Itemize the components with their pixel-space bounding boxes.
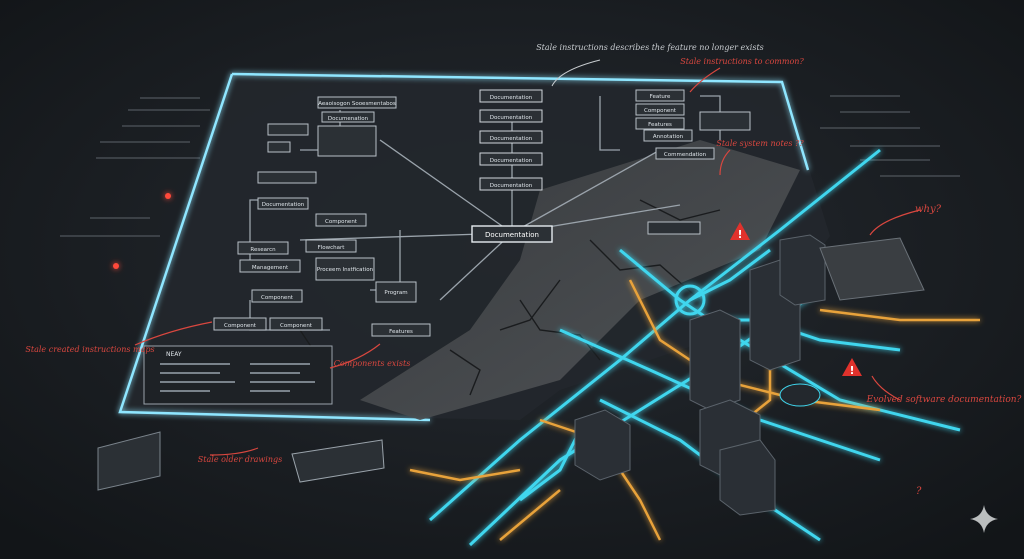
node-process: Proceem Instfication (317, 267, 374, 273)
svg-text:!: ! (849, 364, 854, 377)
annotation-to-common: Stale instructions to common? (680, 57, 804, 66)
node-management: Management (252, 265, 289, 271)
node-flow: Flowchart (318, 245, 346, 251)
legend-box (143, 345, 333, 405)
node-commendation-right: Commendation (664, 152, 707, 158)
right-node-boxes (635, 89, 751, 235)
node-component-4: Component (280, 323, 313, 329)
node-component-right: Component (644, 108, 677, 114)
doc-node-2: Documentation (490, 115, 533, 121)
node-header: Aeaoisogon Sooesmentabos (318, 101, 396, 107)
warning-triangle-icon: ! (730, 222, 750, 241)
sparkle-icon (970, 505, 998, 533)
svg-text:!: ! (737, 228, 742, 241)
annotation-texts: Stale instructions describes the feature… (25, 43, 1021, 497)
doc-node-5: Documentation (490, 183, 533, 189)
doc-node-1: Documentation (490, 95, 533, 101)
node-feature-right: Feature (650, 94, 671, 100)
left-node-boxes (213, 96, 431, 337)
node-component-2: Component (261, 295, 294, 301)
node-features: Features (389, 329, 413, 335)
doc-node-4: Documentation (490, 158, 533, 164)
red-glow-nodes (113, 193, 171, 269)
node-component-3: Component (224, 323, 257, 329)
annotation-stale-instructions: Stale instructions describes the feature… (536, 43, 764, 52)
annotation-evolved: Evolved software documentation? (866, 395, 1022, 405)
red-annotation-arrows (134, 67, 921, 456)
annotation-why: why? (915, 204, 942, 215)
legend-title: NEAY (166, 351, 182, 358)
legend-lines (160, 363, 315, 392)
node-labels: Aeaoisogon Sooesmentabos Documenation Do… (166, 94, 707, 358)
node-documentation-left: Documentation (262, 202, 305, 208)
doc-node-boxes (471, 89, 553, 243)
node-program: Program (384, 290, 407, 296)
background-text-lines (60, 95, 960, 237)
node-annotation-right: Annotation (653, 134, 684, 140)
node-component-1: Component (325, 219, 358, 225)
annotation-arrows (551, 59, 601, 87)
annotation-stale-maps: Stale created instructions maps (25, 345, 154, 354)
city-blocks (574, 234, 826, 516)
node-features-right: Features (648, 122, 672, 128)
annotation-question: ? (916, 486, 922, 497)
node-research: Researcn (250, 247, 276, 253)
annotation-components-exists: Components exists (334, 359, 411, 368)
cracked-stone (360, 140, 800, 420)
annotation-stale-older: Stale older drawings (198, 455, 282, 464)
doc-node-3: Documentation (490, 136, 533, 142)
warning-triangle-icon: ! (842, 358, 862, 377)
annotation-stale-system: Stale system notes ?? (716, 139, 804, 148)
main-doc-node: Documentation (485, 231, 539, 239)
floating-cards (97, 237, 925, 491)
node-documenation: Documenation (328, 116, 369, 122)
